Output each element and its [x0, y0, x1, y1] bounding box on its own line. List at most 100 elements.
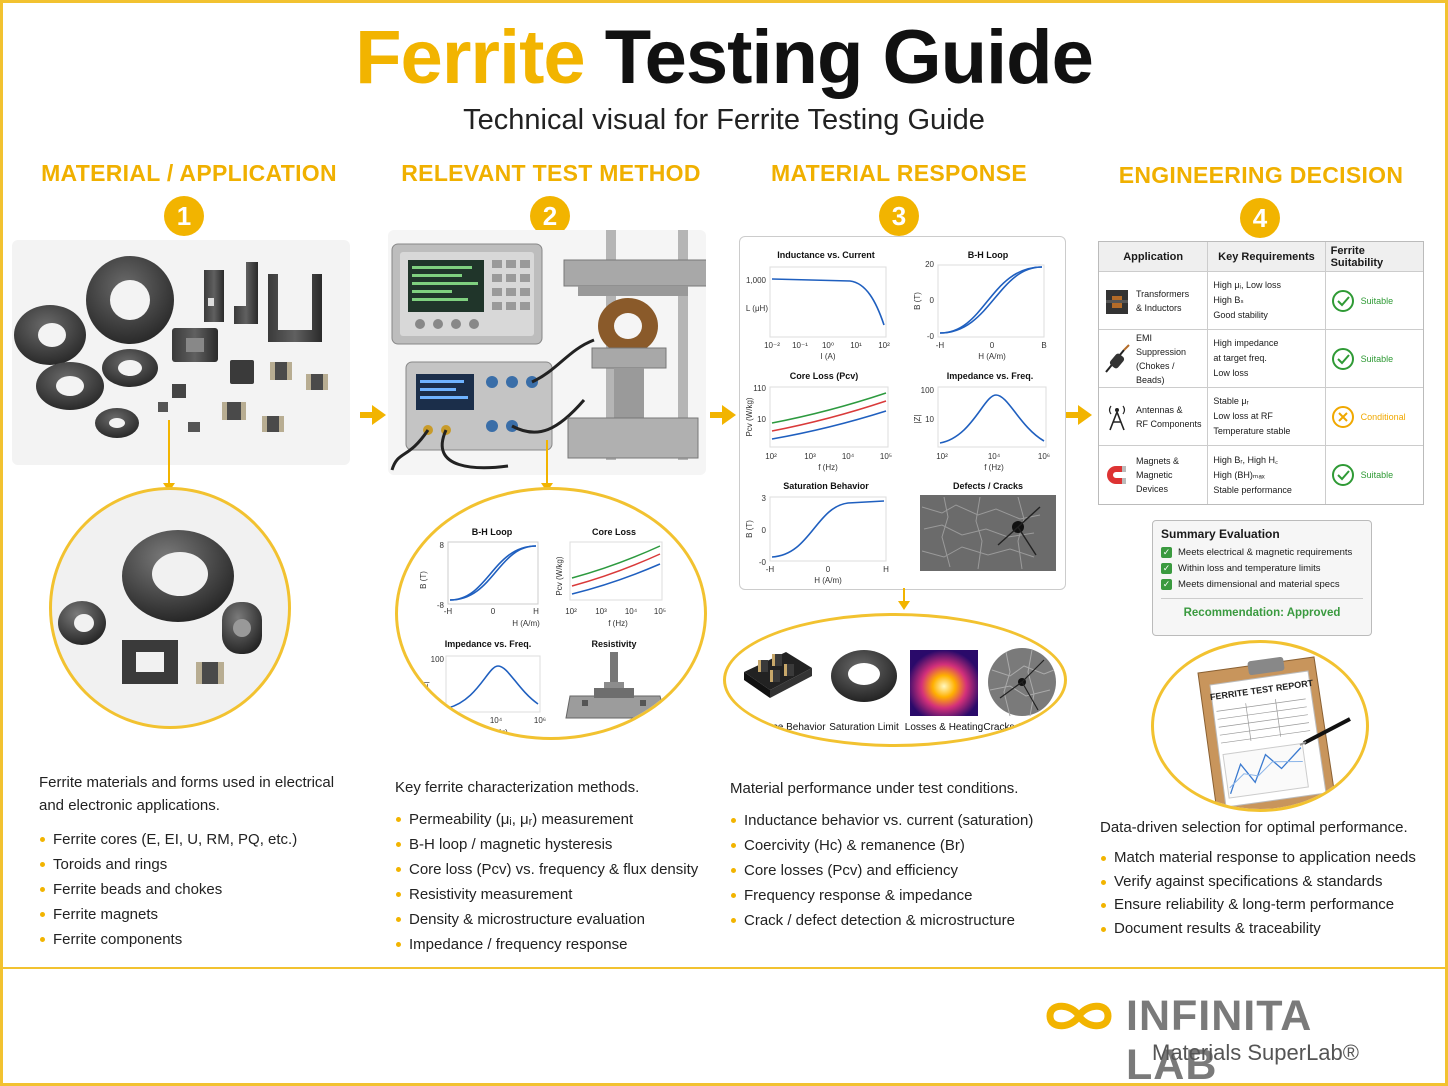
- column-2-bullet: Impedance / frequency response: [395, 932, 698, 957]
- status-badge: Conditional: [1331, 405, 1406, 429]
- loss-curve-green: [571, 545, 661, 579]
- header-suitability: Ferrite Suitability: [1330, 244, 1384, 269]
- status-badge: Suitable: [1331, 463, 1394, 487]
- resp-ind-tick: 10¹: [850, 341, 862, 350]
- test-imp-ymax: 100: [431, 655, 445, 664]
- loss-curve-red: [571, 553, 661, 587]
- step-1-badge: 1: [164, 196, 204, 236]
- resp-imp-tick: 10⁴: [988, 452, 1001, 461]
- resp-coreloss-lines: [771, 392, 887, 440]
- column-3-bullet: Frequency response & impedance: [730, 883, 1033, 908]
- requirement-line: Good stability: [1213, 310, 1268, 320]
- test-methods-svg: B-H Loop B (T) 8 -8 -H 0 H H (A/m) Core …: [419, 527, 667, 737]
- step-2-badge: 2: [530, 196, 570, 236]
- test-bh-title: B-H Loop: [472, 527, 513, 537]
- test-bh-ylabel: B (T): [419, 571, 428, 589]
- status-text: Suitable: [1360, 295, 1394, 306]
- company-logo: INFINITA LAB Materials SuperLab®: [1040, 990, 1400, 1086]
- test-equipment-image: [388, 230, 709, 475]
- resp-ind-ymax: 1,000: [746, 276, 767, 285]
- test-coreloss-tick: 10³: [595, 607, 607, 616]
- connector-2: [541, 440, 553, 492]
- requirement-line: High (BH)ₘₐₓ: [1213, 469, 1265, 480]
- test-resistivity-title: Resistivity: [591, 639, 636, 649]
- column-4-bullet: Match material response to application n…: [1100, 846, 1416, 870]
- test-bh-ymax: 8: [440, 541, 445, 550]
- column-3-bullet: Crack / defect detection & microstructur…: [730, 908, 1033, 933]
- app-name-line: Magnets &: [1136, 456, 1180, 466]
- test-bh-ymin: -8: [437, 601, 445, 610]
- table-row: Magnets & Magnetic Devices High Bᵣ, High …: [1099, 446, 1423, 504]
- antenna-icon: [1108, 405, 1126, 430]
- app-name-line: (Chokes / Beads): [1136, 360, 1175, 385]
- column-3-description: Material performance under test conditio…: [730, 780, 1019, 797]
- check-circle-icon: [1331, 347, 1354, 370]
- test-methods-charts: B-H Loop B (T) 8 -8 -H 0 H H (A/m) Core …: [395, 487, 707, 740]
- response-charts-svg: Inductance vs. Current 1,000 L (μH) 10⁻²…: [745, 250, 1056, 585]
- column-1-bullets: Ferrite cores (E, EI, U, RM, PQ, etc.) T…: [39, 827, 297, 952]
- resp-bh-ymid: 0: [930, 296, 935, 305]
- resp-bh-curve-down: [939, 266, 1043, 334]
- column-2-bullet: Density & microstructure evaluation: [395, 907, 698, 932]
- losses-heatmap-image: [910, 650, 978, 716]
- check-circle-icon: [1331, 289, 1354, 312]
- page-title: Ferrite Testing Guide: [0, 18, 1448, 98]
- test-bh-xlabel: H (A/m): [512, 619, 540, 628]
- loss-curve-blue: [771, 410, 887, 440]
- requirement-line: Stable performance: [1213, 484, 1292, 495]
- summary-title: Summary Evaluation: [1161, 527, 1280, 541]
- resp-sat-ymid: 0: [762, 526, 767, 535]
- response-thumbs-svg: Inductance Behavior Saturation Limit Los…: [734, 648, 1061, 733]
- header-requirements: Key Requirements: [1208, 242, 1326, 271]
- app-name-line: Magnetic Devices: [1136, 470, 1173, 494]
- requirement-line: Temperature stable: [1213, 426, 1291, 436]
- cracks-thumb-image: [988, 648, 1056, 717]
- resp-bh-curve-up: [939, 266, 1043, 334]
- resp-bh-title: B-H Loop: [968, 250, 1009, 260]
- recommendation: Recommendation: Approved: [1161, 598, 1363, 619]
- column-1-bullet: Ferrite cores (E, EI, U, RM, PQ, etc.): [39, 827, 297, 852]
- column-1-description: Ferrite materials and forms used in elec…: [39, 774, 335, 814]
- column-2-heading: RELEVANT TEST METHOD: [401, 160, 701, 186]
- requirement-line: High Bᵣ, High H꜀: [1213, 454, 1279, 465]
- app-name-line: EMI Suppression: [1136, 332, 1187, 357]
- status-text: Suitable: [1360, 470, 1394, 480]
- loss-curve-green: [771, 392, 887, 424]
- resistivity-probe-image: [565, 652, 667, 719]
- ferrite-bead-icon: [1105, 343, 1130, 373]
- summary-item: ✓Meets dimensional and material specs: [1161, 579, 1340, 590]
- requirement-line: High impedance: [1213, 338, 1279, 348]
- column-2-bullet: Core loss (Pcv) vs. frequency & flux den…: [395, 857, 698, 882]
- app-name-line: Transformers: [1136, 288, 1190, 299]
- footer-divider: [0, 967, 1448, 969]
- transformer-icon: [1106, 289, 1128, 314]
- requirement-line: High Bₛ: [1213, 295, 1244, 305]
- resp-coreloss-ymax: 110: [753, 384, 766, 393]
- resp-imp-curve: [939, 394, 1045, 444]
- column-3-bullet: Core losses (Pcv) and efficiency: [730, 858, 1033, 883]
- resp-coreloss-ymid: 10: [757, 415, 766, 424]
- column-3-bullets: Inductance behavior vs. current (saturat…: [730, 808, 1033, 933]
- column-4-bullet: Verify against specifications & standard…: [1100, 870, 1416, 894]
- resp-coreloss-tick: 10⁴: [842, 452, 855, 461]
- defect-micrograph-image: [920, 495, 1056, 571]
- response-thumbnails: Inductance Behavior Saturation Limit Los…: [723, 613, 1067, 747]
- column-2-bullet: Permeability (μᵢ, μᵣ) measurement: [395, 807, 698, 832]
- resp-imp-ymid: 10: [925, 415, 934, 424]
- column-1-bullet: Ferrite magnets: [39, 902, 297, 927]
- resp-coreloss-ylabel: Pcv (W/kg): [745, 397, 754, 436]
- resp-sat-xlabel: H (A/m): [814, 576, 842, 585]
- table-row: EMI Suppression (Chokes / Beads) High imp…: [1099, 330, 1423, 388]
- test-coreloss-frame: [569, 541, 663, 601]
- resp-coreloss-tick: 10²: [765, 452, 777, 461]
- column-1-bullet: Ferrite beads and chokes: [39, 877, 297, 902]
- column-4-bullet: Ensure reliability & long-term performan…: [1100, 893, 1416, 917]
- resp-bh-xlabel: H (A/m): [978, 352, 1006, 361]
- requirement-line: at target freq.: [1213, 353, 1267, 363]
- connector-1: [163, 420, 175, 492]
- page-subtitle: Technical visual for Ferrite Testing Gui…: [463, 104, 985, 136]
- test-coreloss-tick: 10⁵: [654, 607, 666, 616]
- resp-imp-ymax: 100: [921, 386, 935, 395]
